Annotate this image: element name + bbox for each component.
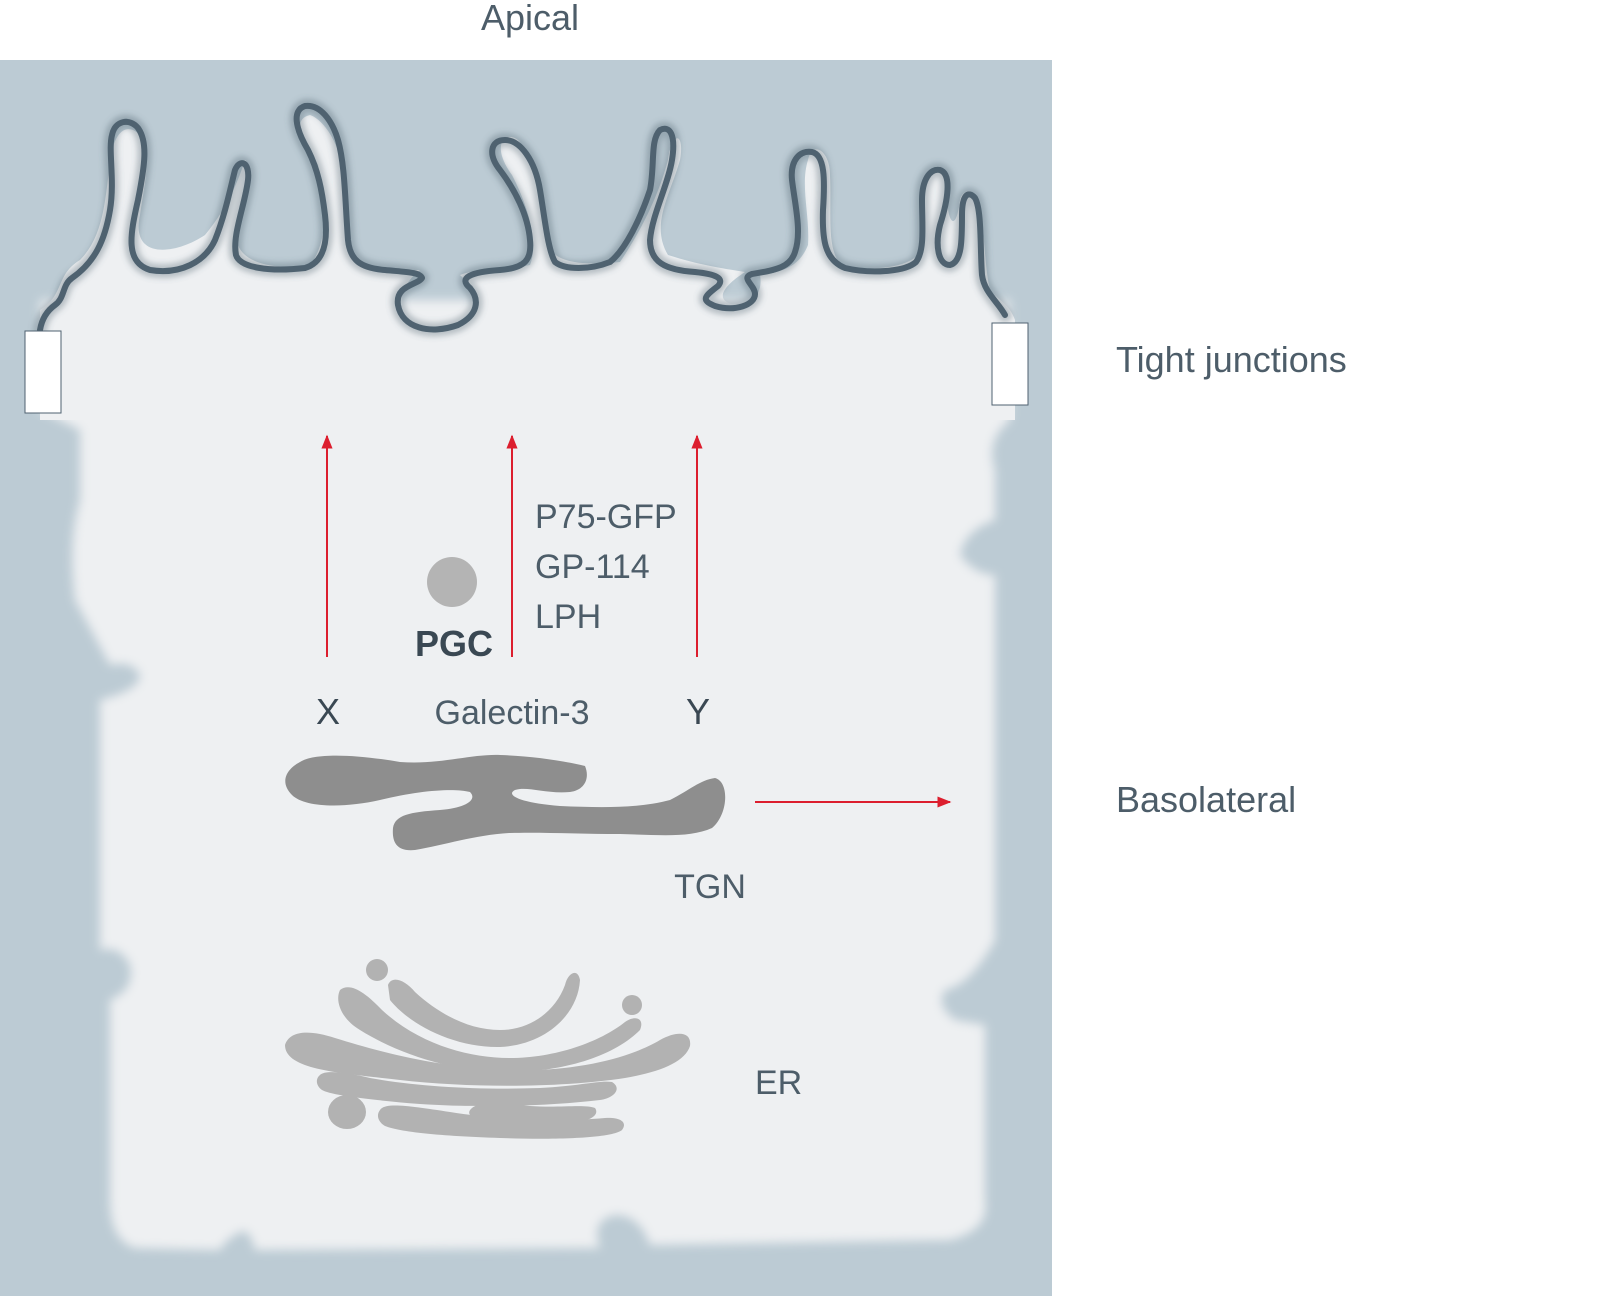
label-basolateral: Basolateral — [1116, 779, 1296, 820]
er-organelle — [285, 959, 691, 1139]
pgc-vesicle — [427, 557, 477, 607]
label-galectin-3: Galectin-3 — [435, 694, 590, 732]
apical-membrane — [37, 102, 1008, 333]
tgn-organelle — [285, 754, 726, 851]
label-y: Y — [686, 691, 710, 732]
label-p75-gfp: P75-GFP — [535, 498, 677, 536]
label-gp-114: GP-114 — [535, 548, 650, 586]
label-lph: LPH — [535, 598, 601, 636]
label-tgn: TGN — [674, 868, 746, 906]
label-apical: Apical — [481, 0, 579, 38]
label-tight-junctions: Tight junctions — [1116, 339, 1347, 380]
label-er: ER — [755, 1064, 802, 1102]
label-pgc: PGC — [415, 623, 493, 664]
label-x: X — [316, 691, 340, 732]
tight-junction-left — [24, 330, 62, 414]
tight-junction-right — [991, 322, 1029, 406]
